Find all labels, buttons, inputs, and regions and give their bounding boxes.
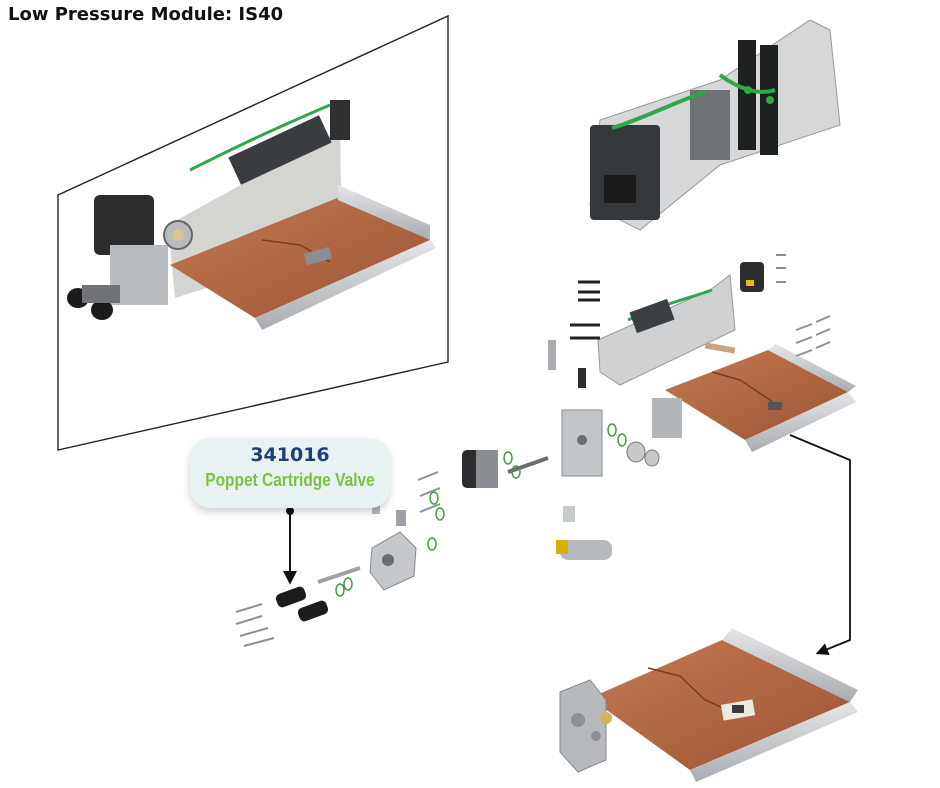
valve-block — [94, 195, 154, 255]
middle-heater-plate — [652, 344, 856, 452]
lower-valve-block — [235, 471, 441, 647]
copper-heater-plate — [170, 195, 430, 318]
part-callout: 341016 Poppet Cartridge Valve — [190, 438, 390, 508]
part-name: Poppet Cartridge Valve — [205, 470, 375, 490]
electronics-module — [589, 19, 841, 231]
part-number: 341016 — [250, 444, 330, 466]
enlarged-heater-plate — [559, 628, 858, 782]
assembled-module-view — [57, 14, 449, 451]
inset-frame — [57, 14, 449, 451]
exploded-bracket — [570, 262, 764, 386]
poppet-cartridge-valves — [275, 586, 329, 622]
manifold-assembly — [462, 340, 660, 560]
fasteners — [776, 254, 831, 357]
page-title: Low Pressure Module: IS40 — [8, 4, 284, 25]
o-rings — [335, 423, 627, 597]
callout-pointer — [283, 507, 297, 585]
detail-arrow — [789, 434, 851, 656]
